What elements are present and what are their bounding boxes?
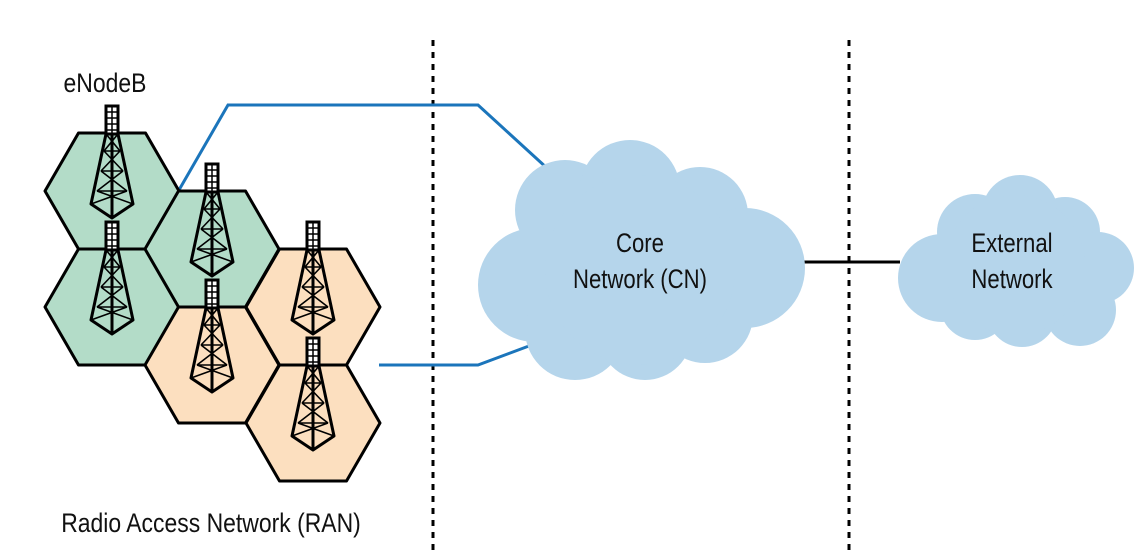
core-network-label-line1: Core bbox=[616, 229, 664, 259]
core-network-label-line2: Network (CN) bbox=[573, 265, 707, 295]
external-network-cloud bbox=[898, 175, 1134, 347]
cell-group bbox=[43, 104, 382, 483]
core-network-cloud bbox=[478, 140, 805, 380]
backhaul-link-bottom bbox=[379, 338, 546, 367]
ran-label: Radio Access Network (RAN) bbox=[61, 508, 361, 538]
backhaul-link-top bbox=[177, 103, 562, 191]
external-network-label-line1: External bbox=[971, 229, 1052, 259]
enodeb-label: eNodeB bbox=[64, 68, 147, 98]
external-network-label-line2: Network bbox=[971, 265, 1053, 295]
